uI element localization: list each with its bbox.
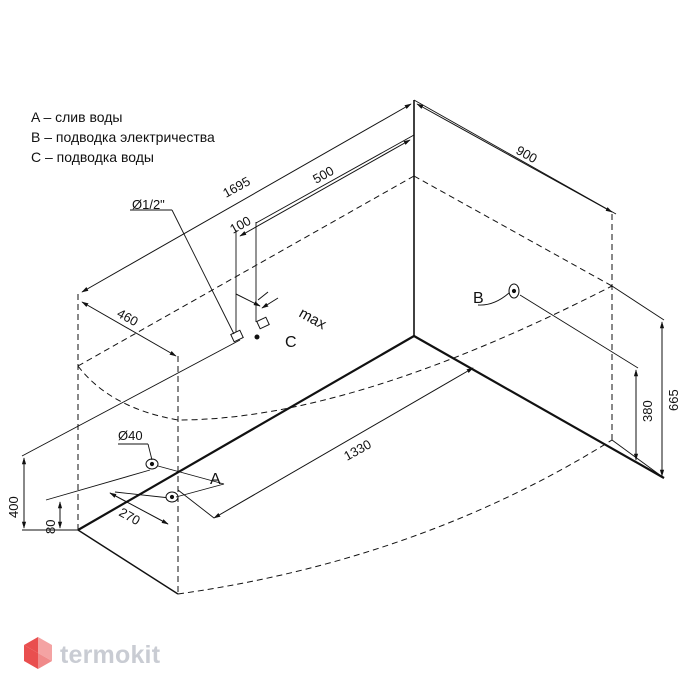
hidden-lines [77, 175, 613, 595]
top-front-curve [77, 285, 613, 421]
dim-line-500 [239, 139, 411, 237]
top-left-rim-dashed [77, 175, 415, 367]
dim-label-500: 500 [310, 163, 336, 187]
top-right-rim-dashed [413, 175, 613, 287]
dim-label-1695: 1695 [220, 173, 253, 200]
water-point-c [254, 334, 260, 340]
watermark: termokit [22, 636, 160, 674]
fittings [145, 283, 520, 503]
dim-line-270 [109, 492, 169, 525]
dim-label-d40: Ø40 [118, 428, 143, 443]
dim-label-900: 900 [514, 143, 540, 167]
watermark-text: termokit [60, 640, 161, 669]
dim-label-400: 400 [6, 496, 21, 518]
water-inlet-fitting-2 [256, 316, 270, 330]
dim-line-1330 [213, 367, 474, 519]
dim-line-460 [81, 301, 177, 357]
dim-label-max: max [296, 305, 329, 334]
dim-label-1330: 1330 [341, 436, 374, 463]
bottom-front-curve [177, 439, 613, 595]
front-left-edge [77, 529, 179, 595]
label-b: B [473, 290, 484, 307]
label-c: C [285, 334, 297, 351]
label-a: A [210, 471, 221, 488]
dimension-lines [21, 103, 665, 529]
dim-line-900 [416, 103, 613, 213]
dim-label-pipe-diameter: Ø1/2" [132, 197, 165, 212]
dim-label-100: 100 [227, 213, 253, 237]
dim-label-665: 665 [666, 389, 681, 411]
tub-outline [77, 100, 665, 595]
termokit-logo-icon [24, 637, 52, 669]
label-leaders [118, 209, 510, 498]
dim-line-100 [235, 291, 279, 309]
dim-label-460: 460 [115, 306, 141, 330]
dim-label-380: 380 [640, 400, 655, 422]
dim-label-80: 80 [43, 520, 58, 534]
floor-right-edge [413, 335, 665, 479]
